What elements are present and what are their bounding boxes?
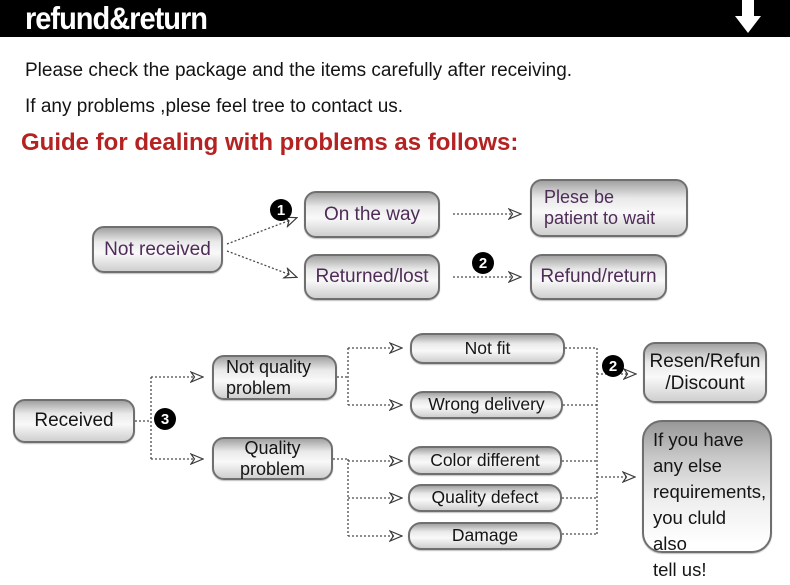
- node-damage: Damage: [408, 522, 562, 550]
- trunk-outcomes: [562, 347, 598, 535]
- intro-line-1: Please check the package and the items c…: [25, 60, 573, 81]
- node-if-you-have: If you have any else requirements, you c…: [642, 420, 772, 580]
- badge-step-2: 2: [472, 252, 494, 274]
- node-returned-lost: Returned/lost: [304, 254, 440, 300]
- badge-step-2b: 2: [602, 355, 624, 377]
- down-arrow-icon: [735, 0, 761, 33]
- node-resen-refun-discount: Resen/Refun /Discount: [643, 342, 767, 403]
- node-wrong-delivery: Wrong delivery: [410, 391, 563, 419]
- badge-step-1: 1: [270, 199, 292, 221]
- connector-notreceived-ontheway: [226, 218, 296, 245]
- node-plese-be-patient: Plese be patient to wait: [530, 179, 688, 237]
- node-not-quality-problem: Not quality problem: [212, 355, 337, 400]
- node-color-different: Color different: [408, 446, 562, 475]
- connector-notreceived-returnedlost: [226, 250, 296, 277]
- node-refund-return: Refund/return: [530, 254, 667, 300]
- node-received: Received: [13, 399, 135, 443]
- banner: refund&return: [0, 0, 790, 37]
- node-on-the-way: On the way: [304, 191, 440, 238]
- node-not-received: Not received: [92, 226, 223, 273]
- node-quality-problem: Quality problem: [212, 437, 333, 480]
- trunk-received: [135, 377, 152, 459]
- node-not-fit: Not fit: [410, 333, 565, 364]
- guide-heading: Guide for dealing with problems as follo…: [21, 129, 519, 156]
- node-quality-defect: Quality defect: [408, 484, 562, 512]
- banner-title: refund&return: [25, 2, 208, 37]
- badge-step-3: 3: [154, 408, 176, 430]
- trunk-quality: [333, 458, 349, 536]
- intro-line-2: If any problems ,plese feel tree to cont…: [25, 96, 404, 117]
- trunk-notquality: [337, 348, 349, 405]
